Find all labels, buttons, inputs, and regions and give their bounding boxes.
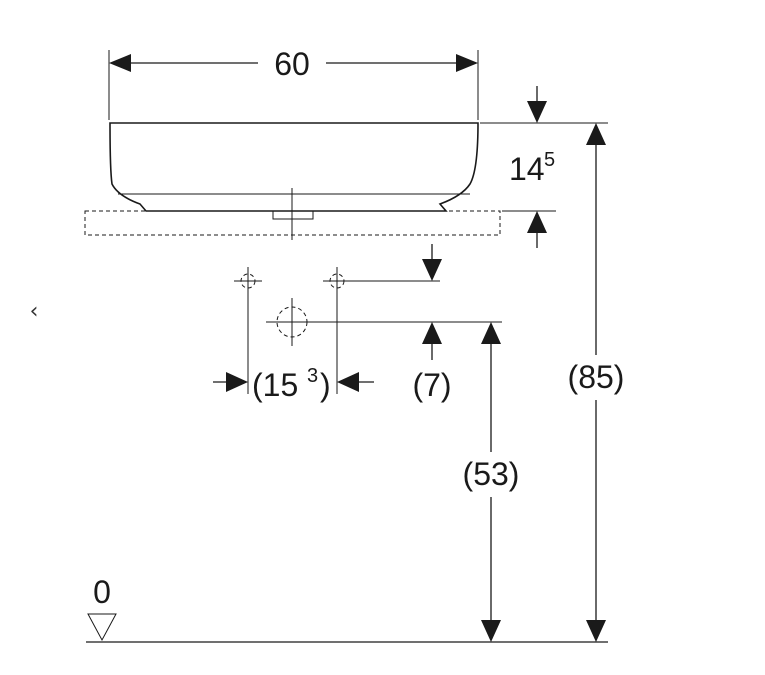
tap-spacing-dimension (213, 295, 374, 394)
outlet-offset-dimension (422, 244, 442, 360)
previous-chevron-icon[interactable]: ‹ (29, 299, 39, 324)
floor-level-label: 0 (93, 574, 111, 610)
tap-spacing-fraction: 3 (307, 365, 318, 387)
waste-outlet (266, 298, 502, 346)
outlet-height-dimension (481, 322, 501, 642)
tap-spacing-label: (15 (252, 367, 298, 403)
floor-level-triangle-icon (87, 613, 117, 642)
tap-hole-left (234, 267, 262, 295)
tap-spacing-close: ) (320, 367, 331, 403)
width-dimension (108, 50, 479, 120)
countertop-outline (84, 210, 501, 236)
width-label: 60 (274, 46, 310, 82)
basin-height-dimension (480, 86, 608, 248)
total-height-dimension (586, 123, 606, 642)
basin-outline (109, 122, 479, 240)
outlet-offset-label: (7) (412, 367, 451, 403)
basin-height-label: 14 (509, 151, 545, 187)
basin-height-fraction: 5 (544, 149, 555, 171)
tap-hole-right (323, 267, 440, 295)
outlet-height-label: (53) (463, 456, 520, 492)
total-height-label: (85) (568, 359, 625, 395)
